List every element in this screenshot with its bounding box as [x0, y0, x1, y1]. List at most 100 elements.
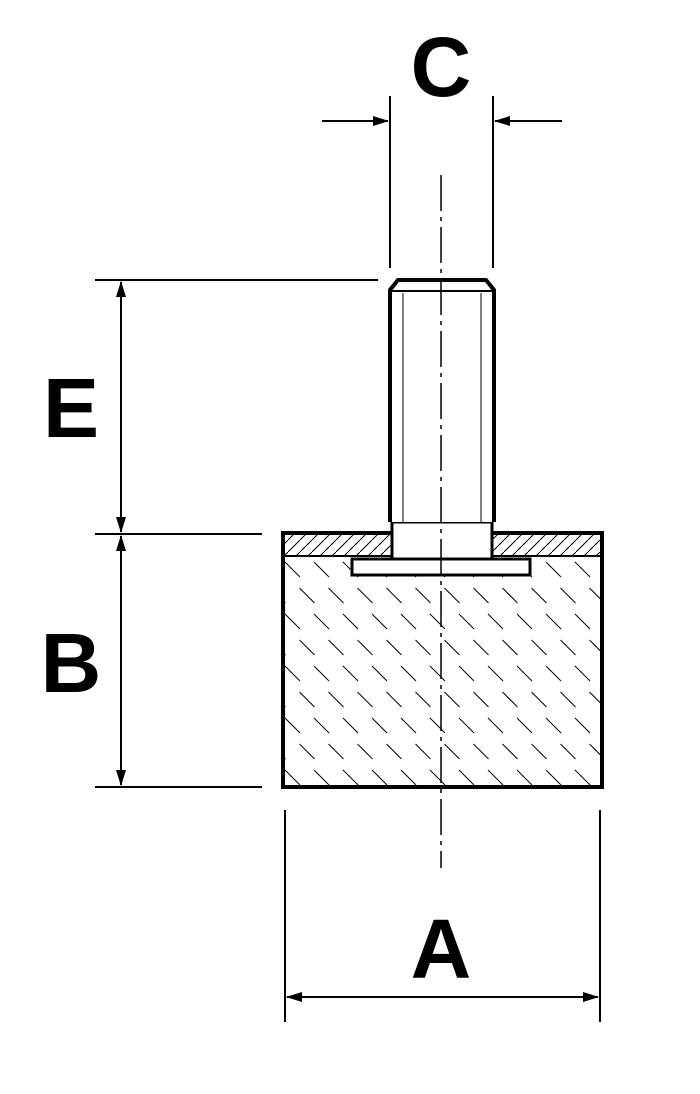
rubber-hatch-dash	[473, 639, 489, 656]
rubber-hatch-dash	[386, 691, 402, 708]
rubber-hatch-dash	[328, 587, 344, 604]
rubber-hatch-dash	[531, 691, 547, 708]
rubber-hatch-dash	[619, 744, 634, 759]
dimension-e: E	[43, 279, 378, 535]
rubber-hatch-dash	[400, 769, 417, 786]
rubber-hatch-dash	[444, 639, 460, 656]
rubber-hatch-dash	[429, 665, 446, 682]
rubber-hatch-dash	[473, 691, 489, 708]
rubber-hatch-dash	[371, 613, 388, 630]
dimension-b-label: B	[41, 616, 102, 710]
rubber-hatch-dash	[502, 587, 518, 604]
rubber-hatch-dash	[487, 717, 504, 734]
rubber-hatch-dash	[256, 770, 271, 785]
rubber-hatch-dash	[256, 718, 271, 733]
rubber-hatch-dash	[604, 770, 619, 785]
rubber-hatch-dash	[371, 717, 388, 734]
rubber-hatch-dash	[604, 614, 619, 629]
rubber-hatch-dash	[386, 639, 402, 656]
rubber-hatch-dash	[604, 718, 619, 733]
rubber-hatch-dash	[371, 769, 388, 786]
rubber-hatch-dash	[574, 665, 591, 682]
rubber-hatch-dash	[619, 692, 634, 707]
dimension-c-label: C	[411, 20, 472, 114]
rubber-hatch-dash	[619, 796, 634, 811]
rubber-hatch-dash	[429, 613, 446, 630]
rubber-hatch-dash	[444, 587, 460, 604]
rubber-hatch-dash	[487, 613, 504, 630]
rubber-hatch-dash	[444, 691, 460, 708]
rubber-hatch-dash	[285, 769, 301, 786]
rubber-hatch-dash	[545, 613, 562, 630]
rubber-hatch-dash	[516, 613, 533, 630]
rubber-hatch-dash	[574, 561, 591, 578]
rubber-hatch-dash	[502, 743, 518, 760]
rubber-hatch-dash	[487, 665, 504, 682]
rubber-hatch-dash	[574, 769, 591, 786]
rubber-hatch-dash	[300, 796, 315, 811]
rubber-hatch-dash	[589, 743, 600, 756]
rubber-hatch-dash	[415, 743, 431, 760]
rubber-hatch-dash	[531, 639, 547, 656]
rubber-hatch-dash	[429, 717, 446, 734]
rubber-hatch-dash	[357, 587, 373, 604]
rubber-hatch-dash	[271, 796, 286, 811]
rubber-hatch-dash	[313, 769, 330, 786]
rubber-hatch-dash	[371, 665, 388, 682]
rubber-hatch-dash	[285, 613, 301, 630]
rubber-hatch-dash	[604, 666, 619, 681]
rubber-hatch-dash	[313, 665, 330, 682]
rubber-hatch-dash	[299, 743, 315, 760]
stud-outline	[388, 278, 496, 522]
dimension-e-label: E	[43, 361, 99, 455]
rubber-hatch-dash	[516, 769, 533, 786]
rubber-hatch-dash	[256, 614, 271, 629]
rubber-hatch-dash	[545, 769, 562, 786]
rubber-hatch-dash	[590, 796, 605, 811]
rubber-hatch-dash	[445, 796, 460, 811]
rubber-hatch-dash	[358, 796, 373, 811]
rubber-hatch-dash	[589, 587, 600, 600]
rubber-hatch-dash	[545, 717, 562, 734]
rubber-hatch-dash	[400, 717, 417, 734]
rubber-hatch-dash	[313, 613, 330, 630]
dimension-a-label: A	[411, 902, 472, 996]
rubber-hatch-dash	[458, 665, 475, 682]
rubber-hatch-dash	[400, 665, 417, 682]
rubber-hatch-dash	[415, 639, 431, 656]
rubber-hatch-dash	[619, 640, 634, 655]
rubber-hatch-dash	[285, 665, 301, 682]
rubber-hatch-dash	[285, 561, 301, 578]
rubber-hatch-dash	[560, 587, 576, 604]
rubber-hatch-dash	[357, 743, 373, 760]
rubber-hatch-dash	[387, 796, 402, 811]
rubber-hatch-dash	[328, 639, 344, 656]
rubber-hatch-dash	[574, 613, 591, 630]
rubber-hatch-dash	[444, 743, 460, 760]
rubber-hatch-dash	[342, 769, 359, 786]
rubber-hatch-dash	[416, 796, 431, 811]
rubber-hatch-dash	[560, 639, 576, 656]
rubber-hatch-dash	[516, 717, 533, 734]
rubber-hatch-dash	[474, 796, 489, 811]
rubber-hatch-dash	[299, 691, 315, 708]
rubber-hatch-dash	[532, 796, 547, 811]
rubber-hatch-dash	[503, 796, 518, 811]
rubber-hatch-dash	[357, 691, 373, 708]
rubber-hatch-dash	[400, 613, 417, 630]
dimension-a: A	[284, 810, 601, 1022]
stud-collar	[390, 520, 494, 561]
rubber-hatch-dash	[342, 613, 359, 630]
threaded-stud	[388, 278, 496, 561]
rubber-hatch-dash	[516, 665, 533, 682]
rubber-hatch-dash	[299, 639, 315, 656]
rubber-hatch-dash	[328, 691, 344, 708]
rubber-hatch-dash	[299, 587, 315, 604]
rubber-hatch-dash	[531, 743, 547, 760]
rubber-hatch	[256, 561, 634, 811]
dimension-b: B	[41, 535, 262, 788]
rubber-hatch-dash	[256, 666, 271, 681]
rubber-hatch-dash	[386, 743, 402, 760]
rubber-hatch-dash	[561, 796, 576, 811]
rubber-hatch-dash	[560, 691, 576, 708]
